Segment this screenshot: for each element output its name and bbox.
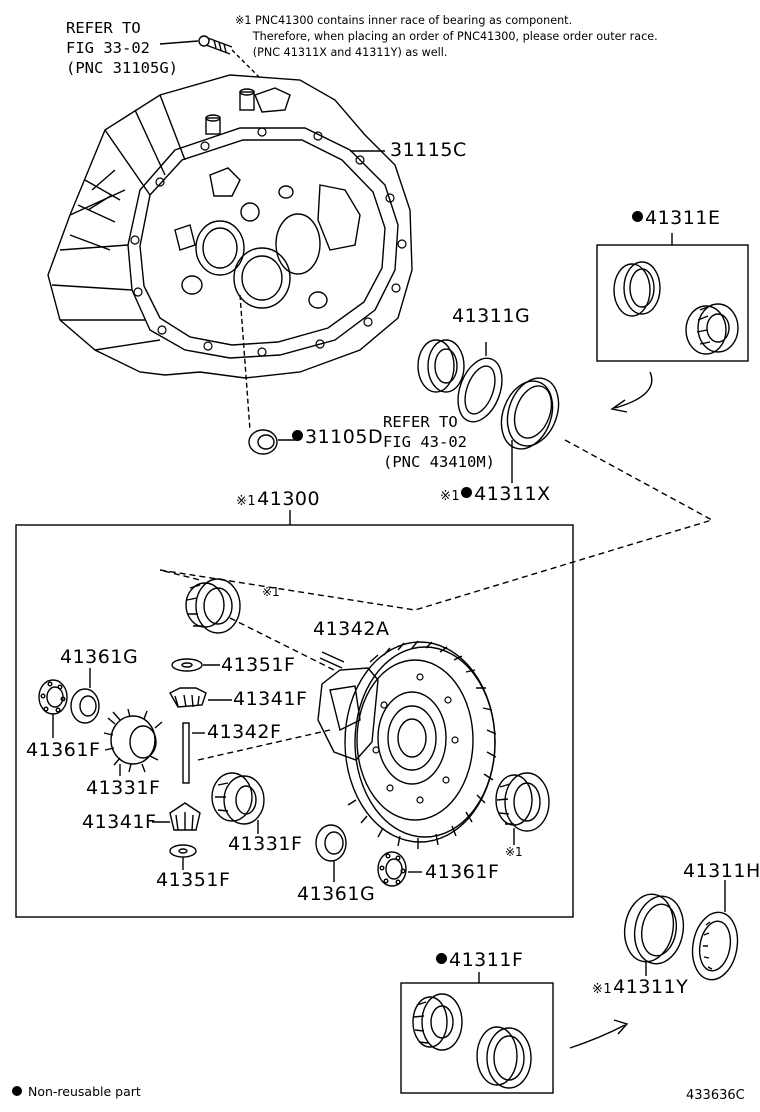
- ref-fig43-line3[interactable]: (PNC 43410M): [383, 453, 495, 471]
- part-label-41331F-left[interactable]: 41331F: [86, 777, 161, 799]
- note-mark: ※1: [440, 489, 461, 504]
- part-label-41300[interactable]: ※141300: [236, 488, 321, 510]
- transaxle-case-drawing: [47, 74, 413, 379]
- diagram-code: 433636C: [686, 1088, 745, 1103]
- note-mark-cone-bottom: ※1: [505, 845, 523, 859]
- part-label-41311H[interactable]: 41311H: [683, 860, 760, 882]
- box-41311E-drawing: [596, 233, 749, 413]
- part-label-41361G-upper[interactable]: 41361G: [60, 646, 139, 668]
- part-label-41342A[interactable]: 41342A: [313, 618, 390, 640]
- part-label-41311Y[interactable]: ※141311Y: [592, 976, 689, 998]
- outer-race-41311X-drawing: [500, 377, 560, 483]
- ref-fig33-line2[interactable]: FIG 33-02: [66, 39, 150, 57]
- part-label-41361F-right[interactable]: 41361F: [425, 861, 500, 883]
- bolt-drawing: [159, 35, 261, 79]
- part-label-41341F-upper[interactable]: 41341F: [233, 688, 308, 710]
- bearing-41311H-41311Y-drawing: [569, 880, 739, 1049]
- bearing-41311G-drawing: [417, 339, 503, 423]
- legend-text: Non-reusable part: [27, 1084, 141, 1099]
- ref-fig33-line1[interactable]: REFER TO: [66, 19, 141, 37]
- non-reusable-dot-icon: [292, 430, 303, 441]
- part-label-31105D[interactable]: 31105D: [292, 428, 383, 447]
- note-mark-cone-top: ※1: [262, 585, 280, 599]
- ref-fig33-line3[interactable]: (PNC 31105G): [66, 59, 178, 77]
- part-label-41311E[interactable]: 41311E: [632, 209, 720, 228]
- note-line-2: Therefore, when placing an order of PNC4…: [235, 30, 658, 43]
- non-reusable-dot-icon: [461, 487, 473, 498]
- box-41300-drawing: [15, 510, 574, 918]
- note-line-1: ※1 PNC41300 contains inner race of beari…: [235, 14, 573, 27]
- dashed-leaders: [159, 439, 714, 761]
- part-label-41361F-left[interactable]: 41361F: [26, 739, 101, 761]
- oil-seal-drawing: [239, 294, 298, 455]
- part-label-41351F-lower[interactable]: 41351F: [156, 869, 231, 891]
- part-label-41341F-lower[interactable]: 41341F: [82, 811, 157, 833]
- box-41311F-drawing: [400, 972, 554, 1094]
- part-label-41331F-right[interactable]: 41331F: [228, 833, 303, 855]
- part-label-41311G[interactable]: 41311G: [452, 305, 531, 327]
- legend: Non-reusable part: [12, 1084, 141, 1099]
- part-label-41361G-lower[interactable]: 41361G: [297, 883, 376, 905]
- part-label-41342F[interactable]: 41342F: [207, 721, 282, 743]
- part-label-31115C[interactable]: 31115C: [390, 139, 467, 161]
- part-label-41351F-upper[interactable]: 41351F: [221, 654, 296, 676]
- non-reusable-dot-icon: [632, 211, 643, 222]
- note-line-3: (PNC 41311X and 41311Y) as well.: [235, 46, 448, 59]
- non-reusable-dot-icon: [436, 953, 447, 964]
- part-label-41311F[interactable]: 41311F: [436, 951, 523, 970]
- ref-fig43-line1[interactable]: REFER TO: [383, 413, 458, 431]
- note-mark: ※1: [592, 982, 613, 997]
- ref-fig43-line2[interactable]: FIG 43-02: [383, 433, 467, 451]
- non-reusable-dot-icon: [12, 1085, 22, 1096]
- note-mark: ※1: [236, 494, 257, 509]
